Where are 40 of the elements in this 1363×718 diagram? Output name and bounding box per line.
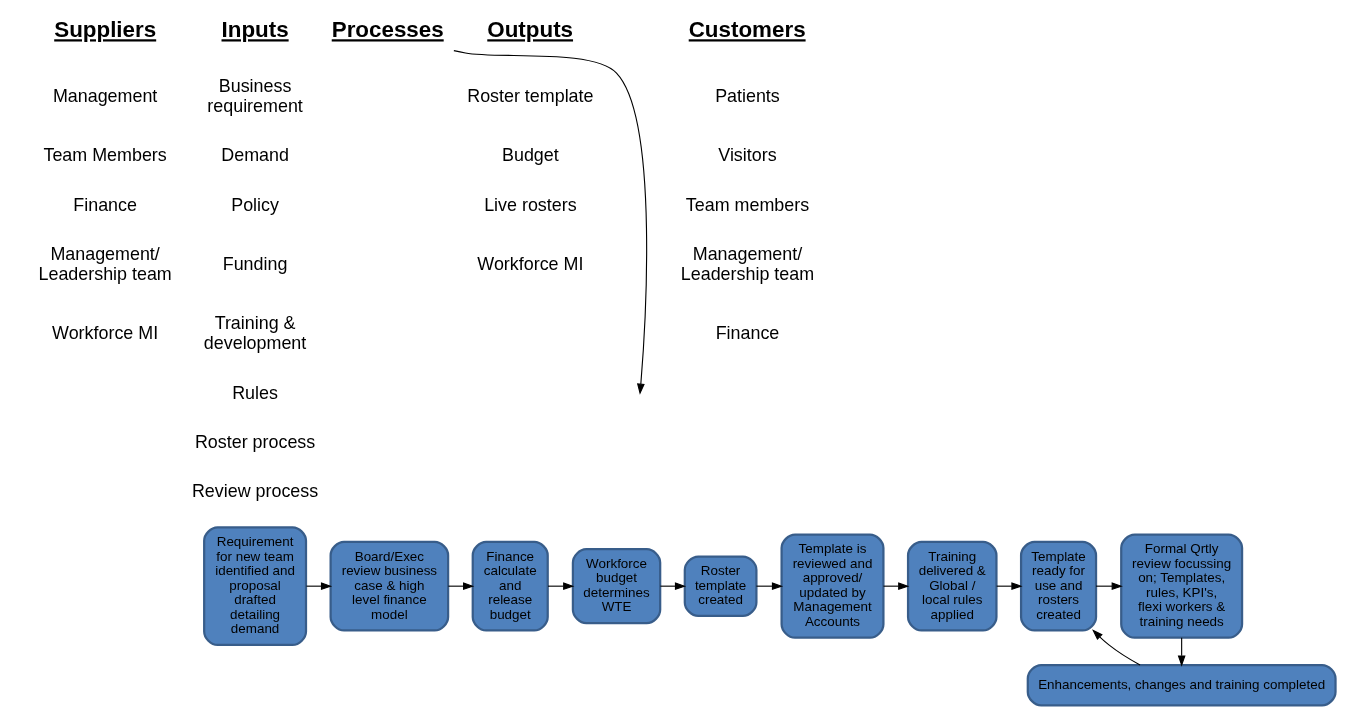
label: Rules xyxy=(231,382,278,403)
label: Management/ Leadership team xyxy=(680,243,814,284)
label: Team Members xyxy=(42,145,167,166)
label: Workforce MI xyxy=(476,253,583,274)
label: Team members xyxy=(685,194,809,215)
label: Visitors xyxy=(717,145,777,166)
label: Inputs xyxy=(221,17,289,43)
node-box: Requirement for new team identified and proposal drafted detailing demand xyxy=(202,526,307,647)
label: Patients xyxy=(714,85,780,106)
label: Suppliers xyxy=(53,17,156,43)
arrow xyxy=(452,50,647,395)
label: Management xyxy=(52,85,157,106)
label: Customers xyxy=(688,17,806,43)
arrow xyxy=(1177,637,1186,667)
node-box: Template is reviewed and approved/ updated by Management Accounts xyxy=(780,533,885,639)
node-box: Formal Qrtly review focussing on; Templates, rules, KPI's, flexi workers & training needs xyxy=(1119,533,1243,639)
arrow xyxy=(1091,629,1141,666)
node-box: Finance calculate and release budget xyxy=(471,540,549,632)
label: Finance xyxy=(715,323,779,344)
label: Policy xyxy=(230,194,279,215)
node-box: Roster template created xyxy=(683,555,758,617)
label: Budget xyxy=(501,145,559,166)
label: Workforce MI xyxy=(51,323,158,344)
label: Live rosters xyxy=(483,194,577,215)
label: Business requirement xyxy=(206,75,303,117)
node-box: Workforce budget determines WTE xyxy=(571,548,661,625)
label: Training & development xyxy=(203,313,306,354)
label: Funding xyxy=(222,253,287,274)
node-text: Processes xyxy=(331,17,444,43)
label: Roster process xyxy=(194,431,315,452)
label: Review process xyxy=(191,480,318,501)
label: Demand xyxy=(220,145,289,166)
node-box: Template ready for use and rosters created xyxy=(1019,540,1097,632)
label: Finance xyxy=(72,194,137,215)
node-box: Training delivered & Global / local rules applied xyxy=(906,540,998,632)
label: Management/ Leadership team xyxy=(37,243,172,284)
label: Roster template xyxy=(466,85,594,106)
label: Outputs xyxy=(486,17,573,43)
node-box: Board/Exec review business case & high level finance model xyxy=(329,540,449,632)
node-box: Enhancements, changes and training completed xyxy=(1026,663,1337,707)
